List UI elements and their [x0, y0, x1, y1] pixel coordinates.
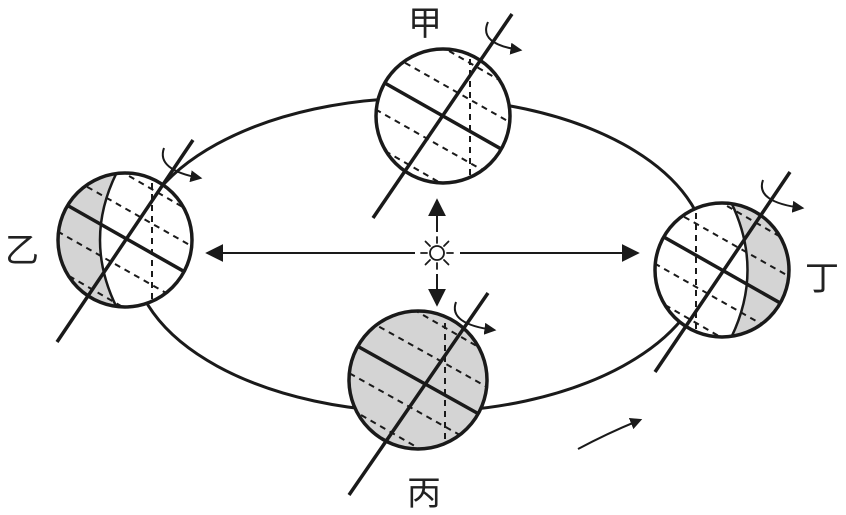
tropic-n-yi	[67, 175, 192, 253]
label-bing: 丙	[407, 474, 441, 514]
equator-bing	[349, 340, 487, 420]
rotation-arrow-icon	[760, 179, 805, 213]
tropic-n-bing	[359, 315, 487, 393]
rotation-arrow-icon	[161, 147, 203, 183]
axis-ding	[653, 171, 792, 373]
label-yi: 乙	[5, 231, 39, 271]
axis-jia	[371, 13, 514, 219]
label-ding: 丁	[805, 259, 839, 299]
rotation-arrow-icon	[485, 21, 523, 55]
label-jia: 甲	[408, 4, 442, 44]
tropic-n-ding	[664, 205, 789, 283]
sun-icon	[420, 236, 454, 270]
axis-bing	[347, 292, 490, 496]
tropic-s-yi	[58, 225, 183, 303]
earth-ding: 丁	[653, 171, 839, 373]
axis-yi	[55, 139, 195, 343]
earth-bing: 丙	[347, 292, 497, 514]
tropic-s-bing	[349, 367, 477, 445]
tropic-s-ding	[655, 257, 780, 335]
revolution-arrow-icon	[577, 417, 643, 450]
earth-yi: 乙	[5, 139, 203, 343]
rotation-arrow-icon	[453, 301, 497, 335]
sunlight-arrows	[205, 198, 640, 307]
tropic-n-jia	[385, 51, 510, 129]
tropic-s-jia	[376, 103, 501, 181]
